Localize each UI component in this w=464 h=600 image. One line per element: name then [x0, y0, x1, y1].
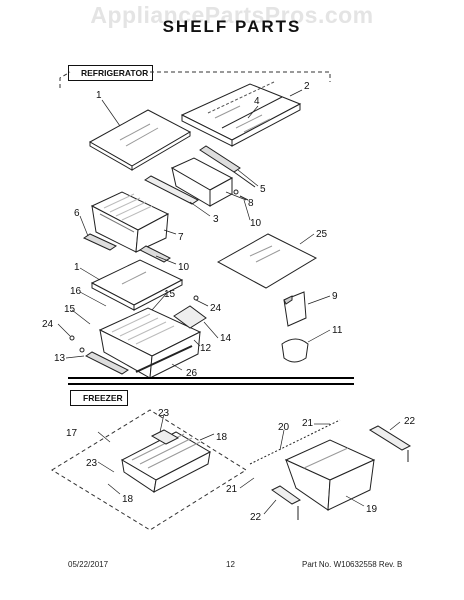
- callout-17: 17: [66, 428, 78, 439]
- callout-1a: 1: [96, 90, 102, 101]
- callout-18a: 18: [216, 432, 228, 443]
- footer-date: 05/22/2017: [68, 560, 109, 569]
- callout-24b: 24: [210, 303, 222, 314]
- callout-14: 14: [220, 333, 232, 344]
- callout-numbers: 1 2 4 5 8 3 10 6 7 25 10 1 16 15 15 24 2…: [42, 81, 416, 523]
- bracket-part-14: [69, 295, 207, 341]
- callout-22b: 22: [250, 512, 262, 523]
- callout-6: 6: [74, 208, 80, 219]
- cover-part-11: [281, 338, 309, 363]
- callout-21a: 21: [302, 418, 314, 429]
- filter-part-9: [283, 291, 307, 327]
- callout-23b: 23: [86, 458, 98, 469]
- leader-lines: [57, 89, 401, 515]
- callout-10b: 10: [178, 262, 190, 273]
- callout-5: 5: [260, 184, 266, 195]
- slide-bracket-part-22: [271, 425, 412, 520]
- freezer-section-label: FREEZER: [70, 390, 128, 406]
- callout-24a: 24: [42, 319, 54, 330]
- callout-10a: 10: [250, 218, 262, 229]
- rail-part-20: [249, 419, 341, 465]
- shelf-rail-parts: [144, 145, 256, 205]
- freezer-bin-part-19: [284, 439, 376, 511]
- callout-15a: 15: [64, 304, 76, 315]
- callout-9: 9: [332, 291, 338, 302]
- callout-13: 13: [54, 353, 66, 364]
- callout-16: 16: [70, 286, 82, 297]
- rod-part-26: [135, 345, 193, 373]
- callout-7: 7: [178, 232, 184, 243]
- callout-25: 25: [316, 229, 328, 240]
- freezer-basket-outline: [51, 409, 247, 531]
- refrigerator-section-label: REFRIGERATOR: [68, 65, 154, 81]
- callout-21b: 21: [226, 484, 238, 495]
- callout-11: 11: [332, 325, 343, 336]
- footer-part-number: Part No. W10632558 Rev. B: [302, 560, 403, 569]
- watermark: AppliancePartsPros.com: [90, 2, 374, 28]
- glass-cover-part-25: [216, 233, 318, 289]
- glass-shelf-lower-part-1: [90, 259, 184, 311]
- callout-3: 3: [213, 214, 219, 225]
- callout-22a: 22: [404, 416, 416, 427]
- callout-19: 19: [366, 504, 378, 515]
- callout-26: 26: [186, 368, 198, 379]
- drawer-part-7: [90, 191, 170, 253]
- callout-2: 2: [304, 81, 310, 92]
- callout-1b: 1: [74, 262, 80, 273]
- callout-15b: 15: [164, 289, 176, 300]
- callout-12: 12: [200, 343, 212, 354]
- callout-23a: 23: [158, 408, 170, 419]
- glass-shelf-part-1: [88, 109, 192, 171]
- slide-shelf-part-2: [180, 81, 302, 147]
- callout-4: 4: [254, 96, 260, 107]
- footer-page-number: 12: [226, 560, 235, 569]
- drawer-front-part-13: [79, 347, 129, 375]
- page-title: SHELF PARTS: [162, 17, 302, 36]
- callout-8: 8: [248, 198, 254, 209]
- freezer-basket-part-17: [120, 429, 212, 493]
- deli-drawer-part-12: [98, 307, 202, 379]
- crisper-bin-part-8: [170, 157, 234, 207]
- callout-20: 20: [278, 422, 290, 433]
- callout-18b: 18: [122, 494, 134, 505]
